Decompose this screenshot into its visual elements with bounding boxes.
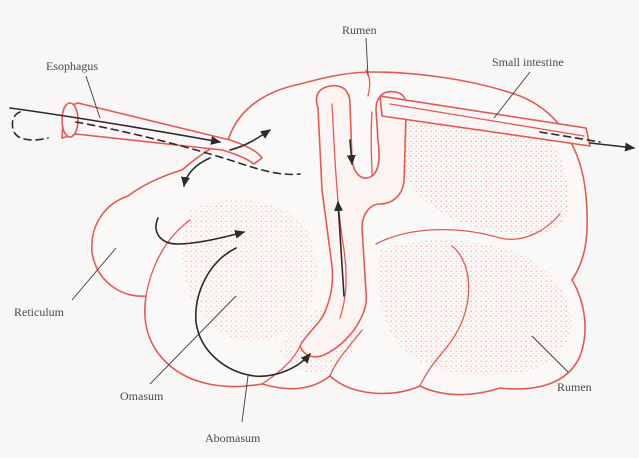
label-esophagus: Esophagus — [46, 59, 98, 73]
label-rumen-top: Rumen — [342, 23, 377, 37]
tube-crest — [371, 112, 372, 176]
esophagus-opening — [62, 103, 78, 137]
label-rumen-right: Rumen — [557, 380, 592, 394]
exit-flow-arrow — [590, 143, 634, 148]
label-abomasum: Abomasum — [205, 431, 261, 445]
label-omasum: Omasum — [120, 389, 164, 403]
label-reticulum: Reticulum — [14, 305, 65, 319]
label-small-intestine: Small intestine — [492, 55, 564, 69]
